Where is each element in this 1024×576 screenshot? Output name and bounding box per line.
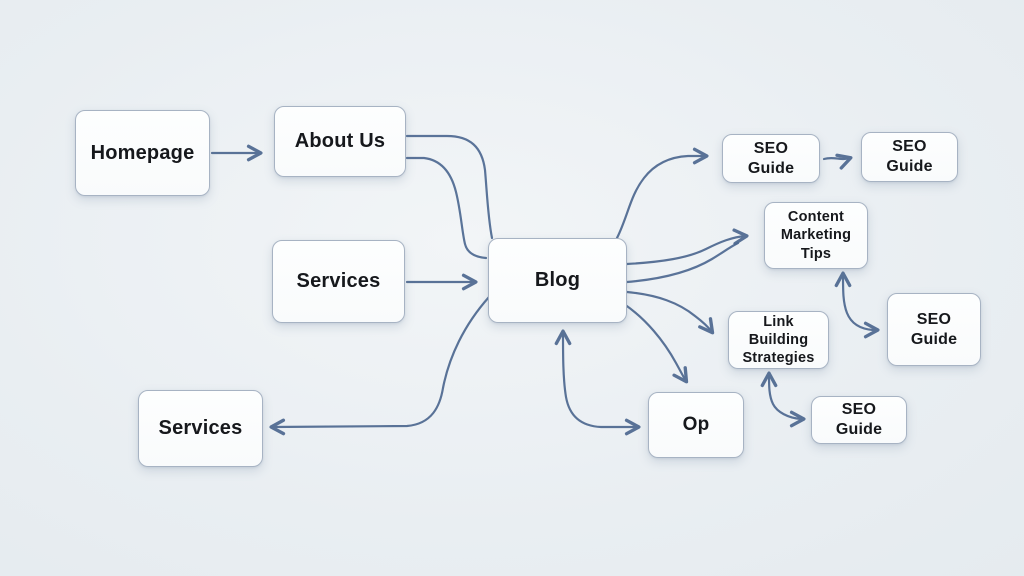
node-services[interactable]: Services [272, 240, 405, 323]
node-op[interactable]: Op [648, 392, 744, 458]
node-services-2[interactable]: Services [138, 390, 263, 467]
node-about-us[interactable]: About Us [274, 106, 406, 177]
node-seo-guide-3[interactable]: SEO Guide [887, 293, 981, 366]
node-seo-guide-2-label: SEO Guide [886, 138, 933, 175]
edge-blog-lbs [625, 290, 715, 335]
edge-blog-seoguide1 [615, 147, 709, 240]
node-seo-guide-4[interactable]: SEO Guide [811, 396, 907, 444]
edge-aboutus-blog-2 [405, 156, 488, 260]
node-about-us-label: About Us [294, 130, 386, 152]
edge-blog-services2 [269, 295, 491, 436]
node-op-label: Op [682, 414, 710, 436]
edge-blog-op-diagonal [622, 302, 689, 384]
node-seo-guide-4-label: SEO Guide [835, 401, 883, 438]
node-link-building-strategies-label: Link Building Strategies [742, 313, 815, 367]
node-seo-guide-3-label: SEO Guide [910, 310, 958, 348]
node-link-building-strategies[interactable]: Link Building Strategies [728, 311, 829, 369]
node-blog-label: Blog [534, 269, 581, 291]
node-services-label: Services [296, 270, 381, 292]
edge-seoguide1-seoguide2 [822, 153, 853, 170]
node-content-marketing-tips[interactable]: Content Marketing Tips [764, 202, 868, 269]
node-services-2-label: Services [158, 417, 243, 439]
node-seo-guide-1[interactable]: SEO Guide [722, 134, 820, 183]
edge-blog-cmt-2 [625, 241, 740, 284]
node-seo-guide-2[interactable]: SEO Guide [861, 132, 958, 182]
edge-cmt-seoguide3 [834, 271, 880, 339]
node-seo-guide-1-label: SEO Guide [747, 139, 795, 177]
node-blog[interactable]: Blog [488, 238, 627, 323]
edge-lbs-seoguide4 [760, 371, 806, 428]
edge-blog-op-elbow [554, 329, 641, 436]
edge-blog-cmt-1 [625, 228, 749, 266]
edge-aboutus-blog-1 [405, 134, 494, 240]
node-homepage-label: Homepage [90, 141, 195, 164]
node-content-marketing-tips-label: Content Marketing Tips [780, 209, 852, 262]
node-homepage[interactable]: Homepage [75, 110, 210, 196]
